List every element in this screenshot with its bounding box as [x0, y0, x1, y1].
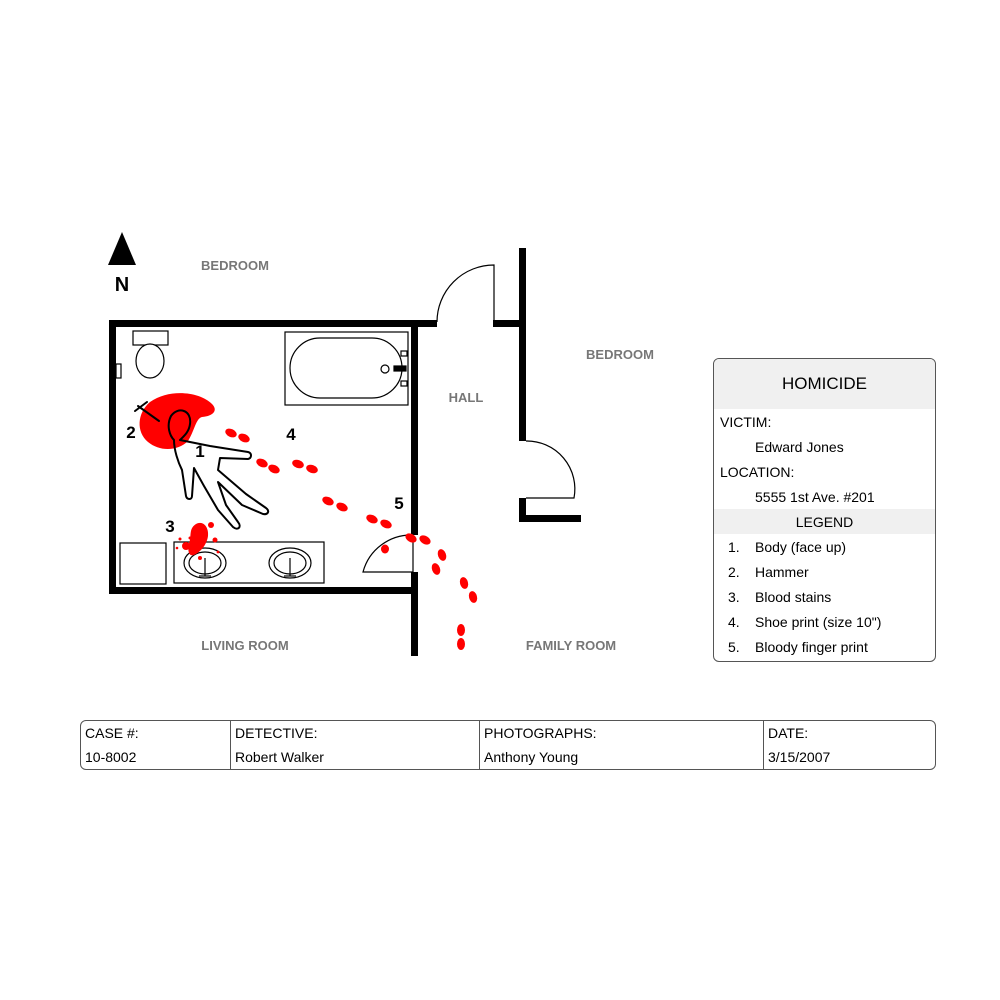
date-label: DATE:: [768, 725, 809, 741]
legend-item: 5. Bloody finger print: [714, 634, 935, 659]
shoe-print: [366, 514, 378, 524]
photographs-column: PHOTOGRAPHS: Anthony Young: [480, 721, 764, 769]
shoe-print: [419, 535, 431, 545]
shoe-print: [256, 458, 268, 468]
blood-pool: [139, 393, 215, 450]
wall-hall-east-foot: [519, 515, 581, 522]
case-number-label: CASE #:: [85, 725, 139, 741]
evidence-marker-4: 4: [286, 425, 296, 444]
shoe-print: [306, 464, 318, 474]
shoe-prints: [225, 428, 478, 650]
legend-header: LEGEND: [714, 509, 935, 534]
north-arrow-icon: [108, 232, 136, 265]
wall-hall-north-stub: [493, 320, 522, 327]
hammer-icon: [134, 401, 160, 422]
case-number-column: CASE #: 10-8002: [81, 721, 231, 769]
wall-bathroom-east-lower: [411, 572, 418, 656]
legend-item-text: Hammer: [755, 563, 809, 580]
room-label-family-room: FAMILY ROOM: [526, 638, 616, 653]
detective-column: DETECTIVE: Robert Walker: [231, 721, 480, 769]
victim-label: VICTIM:: [720, 413, 772, 430]
toilet-tank: [132, 330, 169, 346]
shoe-print: [459, 577, 469, 589]
bathtub-handle-bottom: [400, 380, 408, 387]
evidence-marker-5: 5: [394, 494, 403, 513]
room-label-bedroom-nw: BEDROOM: [201, 258, 269, 273]
photographs-value: Anthony Young: [484, 749, 579, 765]
shoe-print: [468, 591, 478, 603]
evidence-marker-1: 1: [195, 442, 204, 461]
date-column: DATE: 3/15/2007: [764, 721, 935, 769]
shoe-print: [292, 459, 304, 469]
location-label: LOCATION:: [720, 463, 795, 480]
toilet-bowl: [135, 343, 165, 379]
legend-item: 3. Blood stains: [714, 584, 935, 609]
wall-bathroom-east-upper: [411, 320, 418, 535]
legend-item-number: 5.: [728, 638, 740, 655]
shoe-print: [268, 464, 280, 474]
legend-item: 2. Hammer: [714, 559, 935, 584]
bathtub-handle-top: [400, 350, 408, 357]
legend-item-text: Blood stains: [755, 588, 832, 605]
detective-value: Robert Walker: [235, 749, 324, 765]
detective-label: DETECTIVE:: [235, 725, 318, 741]
location-value-row: 5555 1st Ave. #201: [714, 484, 935, 509]
panel-title: HOMICIDE: [714, 359, 935, 409]
bathtub-drain: [380, 364, 390, 374]
photographs-label: PHOTOGRAPHS:: [484, 725, 597, 741]
shoe-print: [238, 433, 250, 443]
wall-hall-east-lower: [519, 498, 526, 522]
date-value: 3/15/2007: [768, 749, 831, 765]
room-label-hall: HALL: [449, 390, 484, 405]
shoe-print: [437, 549, 447, 561]
legend-item-text: Shoe print (size 10"): [755, 613, 882, 630]
legend-item-number: 3.: [728, 588, 740, 605]
legend-item-number: 2.: [728, 563, 740, 580]
location-value: 5555 1st Ave. #201: [755, 488, 875, 505]
shoe-print: [457, 624, 465, 636]
fixtures: [115, 330, 409, 585]
legend-item-text: Bloody finger print: [755, 638, 868, 655]
victim-label-row: VICTIM:: [714, 409, 935, 434]
evidence-marker-3: 3: [165, 517, 174, 536]
victim-value-row: Edward Jones: [714, 434, 935, 459]
shoe-print: [431, 563, 441, 575]
toilet-paper-holder: [115, 363, 122, 379]
wall-bathroom-south: [109, 587, 418, 594]
blood-stains: [175, 522, 220, 560]
door-hall-east: [525, 440, 576, 499]
doors: [362, 264, 576, 573]
shoe-print: [405, 533, 417, 543]
cabinet: [119, 542, 167, 585]
room-label-bedroom-ne: BEDROOM: [586, 347, 654, 362]
shoe-print: [322, 496, 334, 506]
evidence-marker-2: 2: [126, 423, 135, 442]
victim-value: Edward Jones: [755, 438, 844, 455]
legend-item-number: 4.: [728, 613, 740, 630]
location-label-row: LOCATION:: [714, 459, 935, 484]
north-label: N: [115, 274, 129, 296]
case-info-table: CASE #: 10-8002 DETECTIVE: Robert Walker…: [80, 720, 936, 770]
bathtub-faucet: [393, 365, 407, 372]
shoe-print: [380, 519, 392, 529]
legend-item-text: Body (face up): [755, 538, 847, 555]
wall-bathroom-west: [109, 320, 116, 594]
legend-item: 4. Shoe print (size 10"): [714, 609, 935, 634]
door-bathroom-east: [362, 534, 414, 573]
case-number-value: 10-8002: [85, 749, 137, 765]
legend-item-number: 1.: [728, 538, 740, 555]
shoe-print: [457, 638, 465, 650]
legend-item: 1. Body (face up): [714, 534, 935, 559]
room-label-living-room: LIVING ROOM: [201, 638, 288, 653]
body-outline: [167, 409, 270, 530]
walls: [109, 248, 581, 656]
door-bathroom-north: [436, 264, 495, 323]
wall-bathroom-north: [109, 320, 437, 327]
shoe-print: [225, 428, 237, 438]
finger-print: [381, 544, 389, 554]
wall-hall-east-upper: [519, 248, 526, 441]
homicide-legend-panel: HOMICIDE VICTIM: Edward Jones LOCATION: …: [713, 358, 936, 662]
shoe-print: [336, 502, 348, 512]
